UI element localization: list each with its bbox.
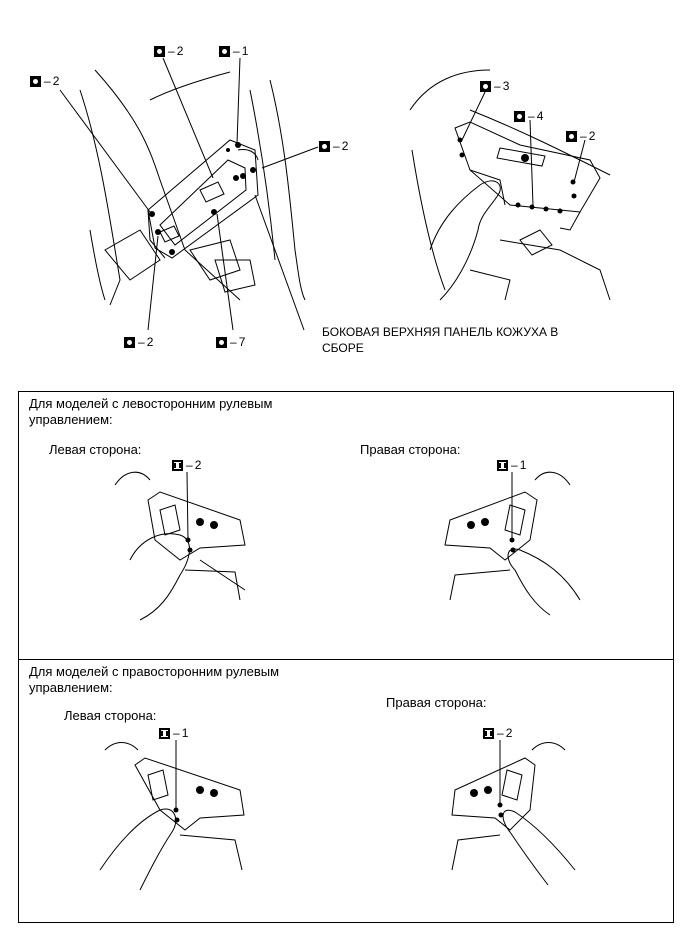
callout-number: 3 [502, 79, 510, 93]
callout-number: 7 [238, 335, 246, 349]
rhd-section: Для моделей с правосторонним рулевым упр… [18, 659, 674, 923]
bolt-symbol-icon [124, 336, 135, 348]
callout-i1-lhd: – 1 [497, 458, 526, 472]
rhd-title: Для моделей с правосторонним рулевым упр… [29, 664, 279, 696]
dash: – [138, 335, 145, 349]
bolt-symbol-icon [154, 45, 165, 57]
callout-number: 1 [519, 458, 527, 472]
bolt-symbol-icon [219, 45, 230, 57]
callout-o1: – 1 [219, 44, 248, 58]
lhd-left-side-label: Левая сторона: [49, 442, 142, 457]
bolt-symbol-icon [566, 130, 577, 142]
bolt-symbol-icon [319, 140, 330, 152]
part-label: БОКОВАЯ ВЕРХНЯЯ ПАНЕЛЬ КОЖУХА В СБОРЕ [322, 324, 558, 356]
dash: – [497, 726, 504, 740]
callout-o4: – 4 [514, 109, 543, 123]
part-label-line1: БОКОВАЯ ВЕРХНЯЯ ПАНЕЛЬ КОЖУХА В [322, 325, 559, 339]
callout-number: 2 [176, 44, 184, 58]
callout-number: 2 [505, 726, 513, 740]
dash: – [173, 726, 180, 740]
callout-number: 2 [341, 139, 349, 153]
callout-o2-e: – 2 [566, 129, 595, 143]
dash: – [44, 74, 51, 88]
callout-i2-rhd: – 2 [483, 726, 512, 740]
part-label-line2: СБОРЕ [322, 341, 364, 355]
dash: – [233, 44, 240, 58]
dash: – [230, 335, 237, 349]
callout-number: 4 [536, 109, 544, 123]
dash: – [511, 458, 518, 472]
bolt-symbol-icon [216, 336, 227, 348]
dash: – [333, 139, 340, 153]
callout-number: 2 [52, 74, 60, 88]
dash: – [580, 129, 587, 143]
callout-o3: – 3 [480, 79, 509, 93]
callout-number: 2 [194, 458, 202, 472]
dash: – [494, 79, 501, 93]
callout-number: 1 [241, 44, 249, 58]
bolt-i-symbol-icon [483, 727, 494, 739]
rhd-left-side-label: Левая сторона: [64, 708, 157, 723]
rhd-title-line2: управлением: [29, 680, 113, 695]
dash: – [186, 458, 193, 472]
rhd-title-line1: Для моделей с правосторонним рулевым [29, 664, 280, 679]
bolt-i-symbol-icon [159, 727, 170, 739]
dash: – [168, 44, 175, 58]
callout-o2-d: – 2 [124, 335, 153, 349]
callout-i2-lhd: – 2 [172, 458, 201, 472]
lhd-title-line1: Для моделей с левосторонним рулевым [29, 396, 273, 411]
bolt-symbol-icon [514, 110, 525, 122]
callout-number: 1 [181, 726, 189, 740]
callout-number: 2 [146, 335, 154, 349]
bolt-symbol-icon [30, 75, 41, 87]
callout-o2-b: – 2 [154, 44, 183, 58]
bolt-i-symbol-icon [497, 459, 508, 471]
callout-o2-c: – 2 [319, 139, 348, 153]
lhd-right-side-label: Правая сторона: [360, 442, 461, 457]
bolt-i-symbol-icon [172, 459, 183, 471]
callout-o7: – 7 [216, 335, 245, 349]
lhd-title-line2: управлением: [29, 412, 113, 427]
callout-i1-rhd: – 1 [159, 726, 188, 740]
bolt-symbol-icon [480, 80, 491, 92]
dash: – [528, 109, 535, 123]
rhd-right-side-label: Правая сторона: [386, 695, 487, 710]
callout-number: 2 [588, 129, 596, 143]
callout-o2-a: – 2 [30, 74, 59, 88]
lhd-title: Для моделей с левосторонним рулевым упра… [29, 396, 272, 428]
